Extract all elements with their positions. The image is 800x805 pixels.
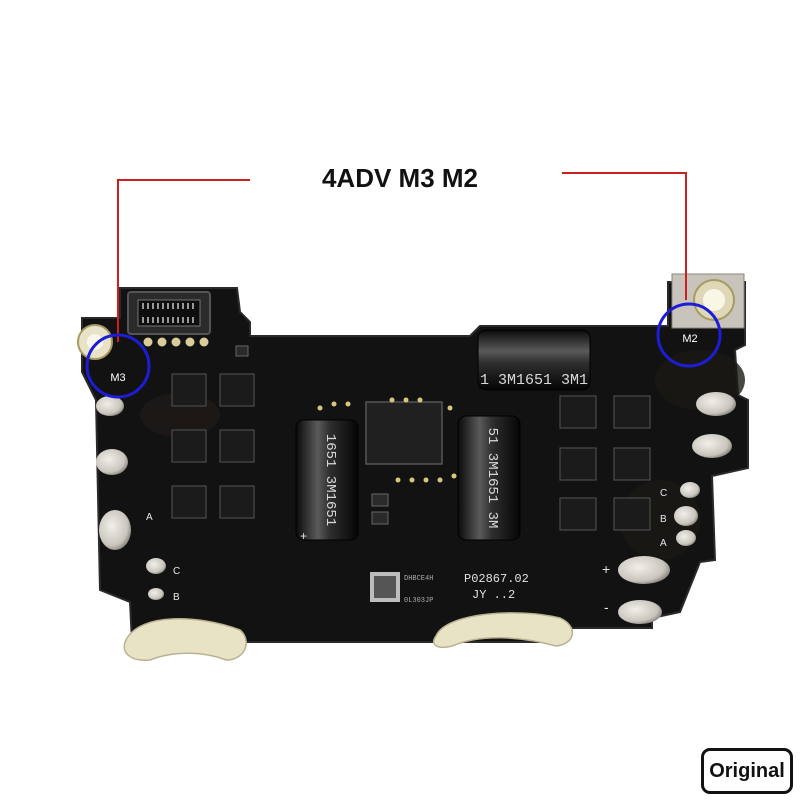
capacitor-top-text: 1 3M1651 3M1 xyxy=(480,372,588,389)
svg-text:B: B xyxy=(660,514,667,525)
svg-text:A: A xyxy=(660,538,667,549)
pad-labels: C B A C B A + - + xyxy=(146,488,667,615)
chip-code-2: 0L303JP xyxy=(404,597,433,605)
svg-text:+: + xyxy=(300,529,307,543)
small-chips xyxy=(235,345,389,525)
mounting-hole-m2 xyxy=(671,273,745,329)
marker-label-m2: M2 xyxy=(682,333,697,345)
chip-code-1: DHBCE4H xyxy=(404,575,433,583)
leader-line-left xyxy=(117,179,250,342)
smd-components xyxy=(317,397,457,483)
svg-text:A: A xyxy=(146,512,153,523)
board-part-number: P02867.02 xyxy=(464,572,529,586)
photo-title: 4ADV M3 M2 xyxy=(321,163,479,193)
board-batch-code: JY ..2 xyxy=(472,588,515,602)
svg-text:C: C xyxy=(660,488,667,499)
capacitor-left: 1651 3M1651 xyxy=(295,419,359,541)
marker-label-m3: M3 xyxy=(110,372,125,384)
marker-circle-m3 xyxy=(85,333,151,399)
svg-text:+: + xyxy=(602,561,610,577)
capacitor-left-text: 1651 3M1651 xyxy=(322,434,338,526)
svg-text:-: - xyxy=(604,599,609,615)
svg-text:C: C xyxy=(173,566,180,577)
test-pads xyxy=(143,337,209,347)
capacitor-top: 1 3M1651 3M1 xyxy=(477,329,591,391)
capacitor-right-text: 51 3M1651 3M xyxy=(484,428,500,529)
connector-pins xyxy=(142,303,194,323)
solder-pads xyxy=(96,392,736,624)
leader-line-right xyxy=(562,172,687,300)
marker-circle-m2 xyxy=(656,302,722,368)
capacitor-right: 51 3M1651 3M xyxy=(457,415,521,541)
mosfet-chips xyxy=(171,373,651,531)
silicone-blobs xyxy=(123,612,573,661)
mounting-hole-m3 xyxy=(77,324,113,360)
svg-text:B: B xyxy=(173,592,180,603)
original-badge: Original xyxy=(701,748,793,794)
controller-chip xyxy=(365,401,443,465)
